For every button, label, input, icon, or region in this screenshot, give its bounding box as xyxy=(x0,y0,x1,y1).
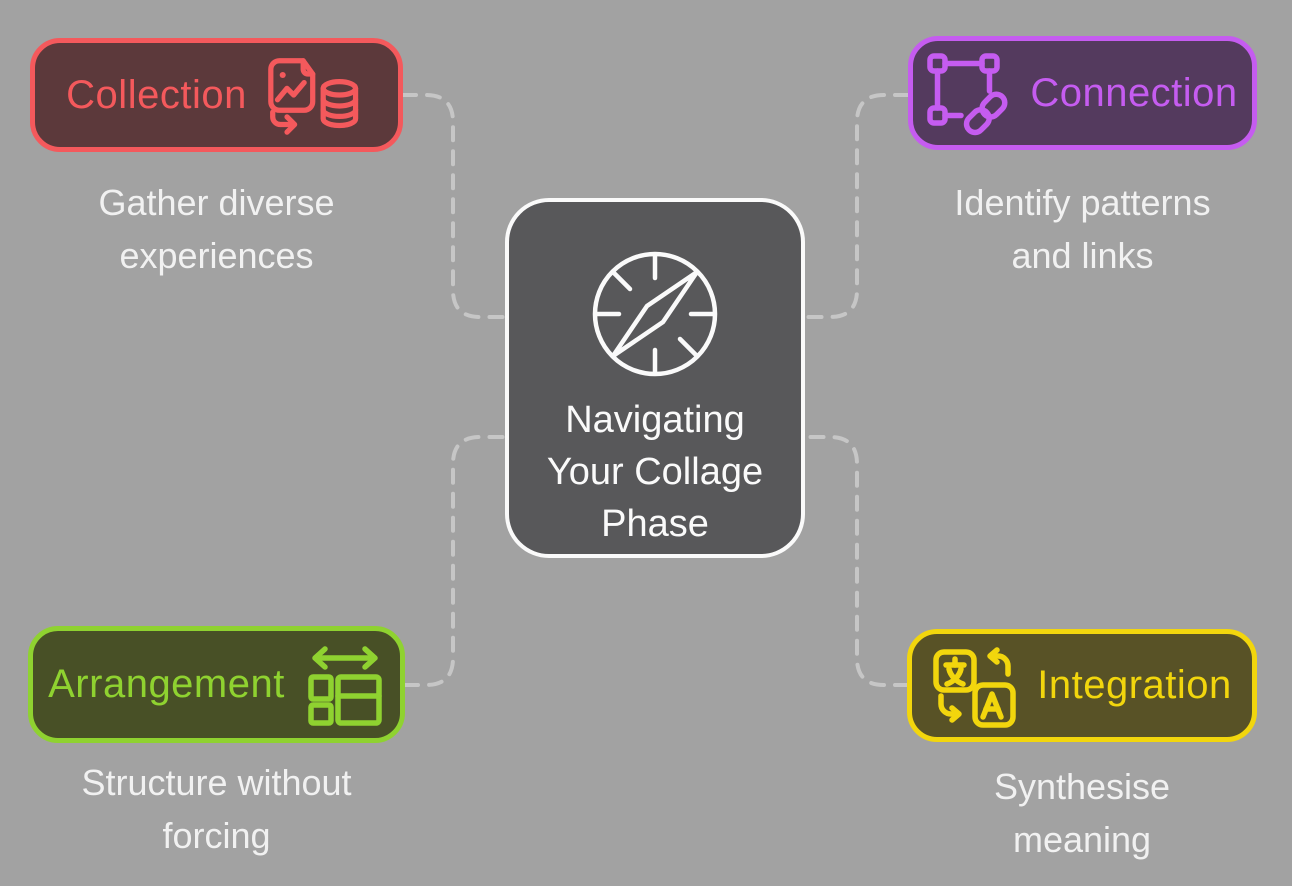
subtitle-integration: Synthesise meaning xyxy=(907,760,1257,866)
node-collection: Collection xyxy=(30,38,403,152)
subtitle-connection: Identify patterns and links xyxy=(908,176,1257,282)
subtitle-line: experiences xyxy=(119,235,314,276)
center-node: Navigating Your Collage Phase xyxy=(505,198,805,558)
translate-icon xyxy=(933,647,1016,728)
subtitle-line: and links xyxy=(1011,235,1154,276)
center-title-line: Phase xyxy=(601,503,709,545)
subtitle-line: Structure without xyxy=(81,762,352,803)
image-to-database-icon xyxy=(268,58,359,135)
node-arrangement-label: Arrangement xyxy=(48,662,285,706)
subtitle-line: Identify patterns xyxy=(954,182,1211,223)
node-connection-label: Connection xyxy=(1030,70,1238,115)
selection-link-icon xyxy=(927,53,1008,136)
node-collection-label: Collection xyxy=(66,72,247,117)
subtitle-line: meaning xyxy=(1012,819,1152,860)
center-title-line: Navigating xyxy=(565,399,745,441)
subtitle-line: forcing xyxy=(162,815,271,856)
connector-connection-to-center xyxy=(803,93,910,319)
connector-collection-to-center xyxy=(401,93,507,319)
subtitle-line: Gather diverse xyxy=(98,182,335,223)
node-arrangement: Arrangement xyxy=(28,626,405,743)
subtitle-line: Synthesise xyxy=(993,766,1171,807)
connector-integration-to-center xyxy=(803,435,910,687)
node-integration: Integration xyxy=(907,629,1257,742)
center-title-line: Your Collage xyxy=(546,451,764,493)
compass-icon xyxy=(592,251,718,377)
subtitle-arrangement: Structure without forcing xyxy=(28,756,405,862)
node-connection: Connection xyxy=(908,36,1257,150)
resize-layout-icon xyxy=(308,645,382,726)
subtitle-collection: Gather diverse experiences xyxy=(30,176,403,282)
center-title: Navigating Your Collage Phase xyxy=(547,394,763,550)
node-integration-label: Integration xyxy=(1037,663,1232,707)
connector-arrangement-to-center xyxy=(403,435,507,687)
